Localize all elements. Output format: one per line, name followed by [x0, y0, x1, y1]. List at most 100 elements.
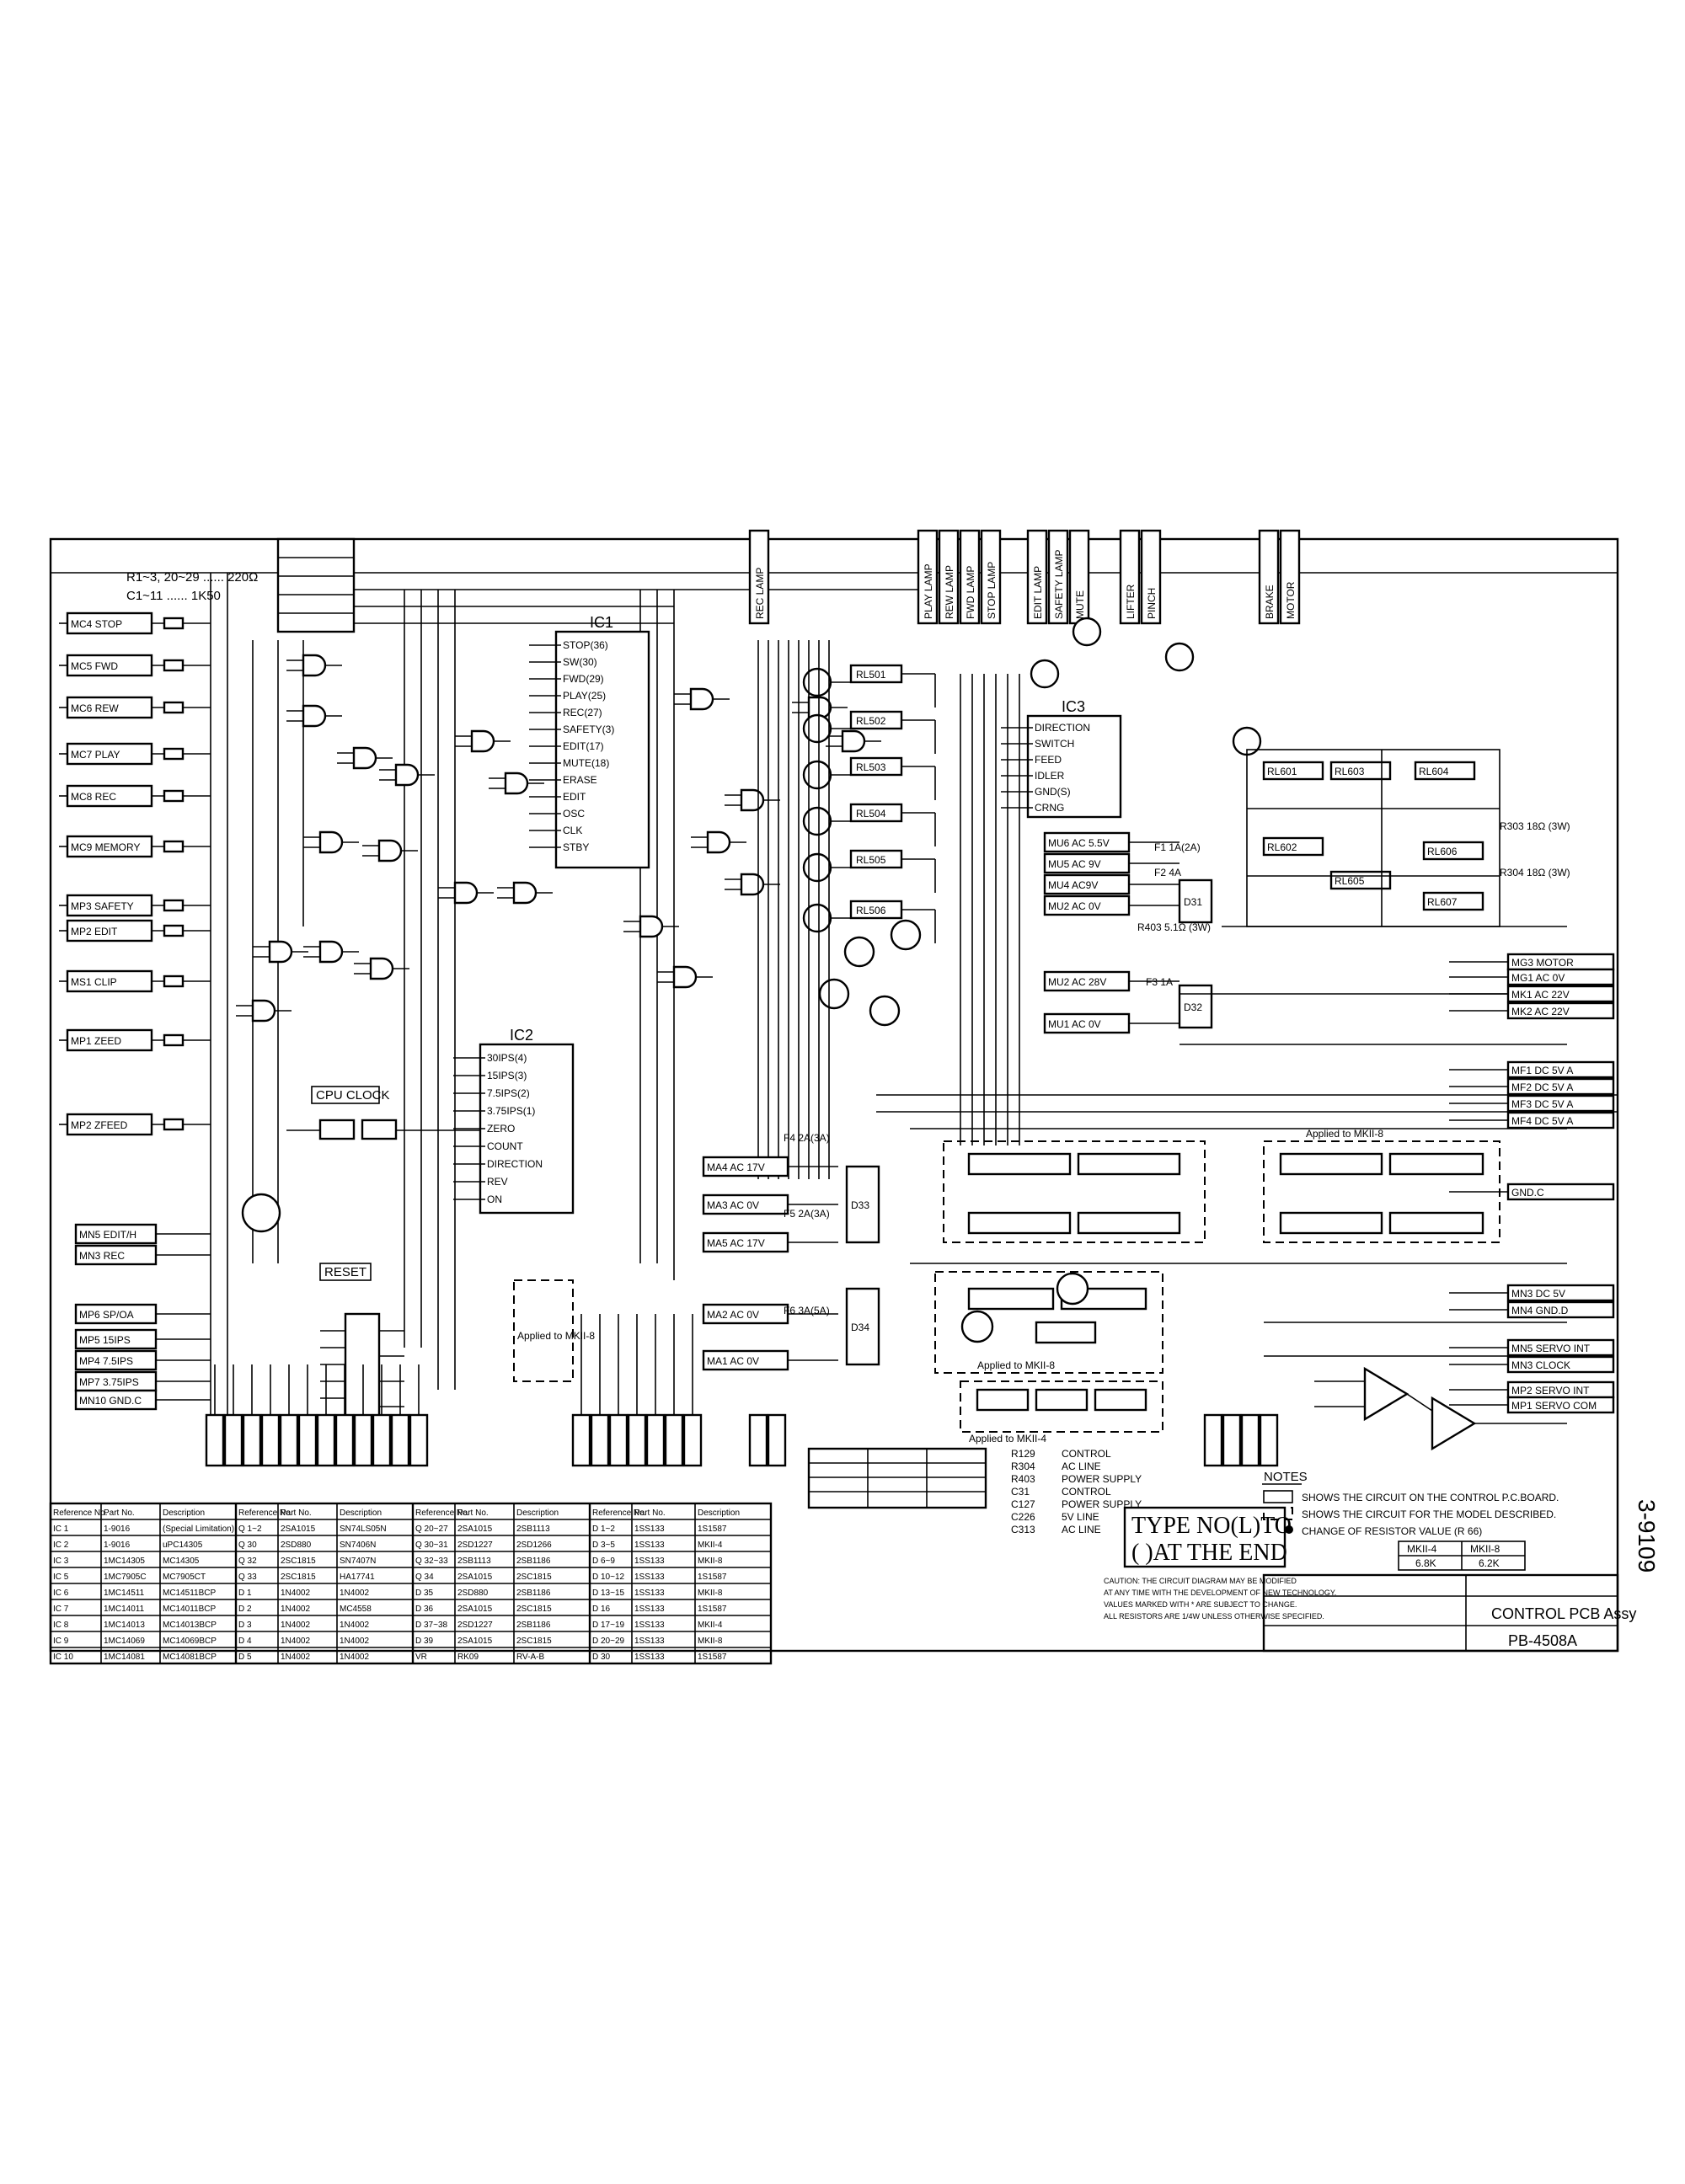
power-legend-ref: R129	[1011, 1448, 1035, 1460]
left-input-resistor	[163, 659, 185, 672]
relay-label: RL607	[1427, 896, 1458, 908]
ref-table-cell: 1N4002	[340, 1589, 369, 1598]
power-legend-table	[807, 1447, 987, 1509]
ic-pin-label: CLK	[563, 825, 582, 836]
logic-gate	[639, 915, 664, 938]
pcb-note-line: AT ANY TIME WITH THE DEVELOPMENT OF NEW …	[1104, 1589, 1336, 1597]
r303-label: R303 18Ω (3W)	[1500, 820, 1570, 832]
ref-table-cell: 1S1587	[698, 1525, 727, 1534]
ref-table-cell: IC 5	[53, 1573, 69, 1582]
ic-pin-label: REV	[487, 1176, 508, 1188]
ref-table-cell: 1SS133	[634, 1589, 665, 1598]
ic-pin-label: 3.75IPS(1)	[487, 1105, 535, 1117]
fuse-f6: F6 3A(5A)	[784, 1305, 830, 1316]
logic-gate	[352, 746, 377, 770]
ic-pin-label: REC(27)	[563, 707, 602, 718]
ic-pin-label: ON	[487, 1193, 502, 1205]
right-output-label: MP1 SERVO COM	[1511, 1400, 1597, 1412]
ref-table-cell: IC 8	[53, 1621, 69, 1630]
logic-gate	[377, 839, 403, 862]
relay-label: RL501	[856, 669, 886, 681]
driver-transistor	[802, 903, 832, 933]
left-input-label: MS1 CLIP	[71, 976, 117, 988]
power-input-label: MU1 AC 0V	[1048, 1018, 1101, 1030]
top-connector	[917, 529, 939, 625]
ref-table-header: Part No.	[634, 1509, 666, 1518]
top-connector-label: PLAY LAMP	[923, 563, 934, 619]
left-input-connector	[66, 611, 153, 635]
notes-heading: NOTES	[1264, 1470, 1308, 1484]
ref-table-cell: 2SD880	[457, 1589, 489, 1598]
resistor-table-header: MKII-8	[1470, 1543, 1500, 1555]
relay-label: RL504	[856, 808, 886, 820]
relay-label: RL603	[1335, 766, 1365, 777]
power-legend-desc: 5V LINE	[1062, 1511, 1099, 1523]
logic-gate	[302, 654, 327, 677]
ic-pin-label: COUNT	[487, 1140, 523, 1152]
ref-table-header: Description	[698, 1509, 740, 1518]
logic-gate	[394, 763, 420, 787]
logic-gate	[512, 881, 538, 905]
ref-table-cell: RV-A-B	[516, 1653, 544, 1662]
top-connector	[1047, 529, 1069, 625]
top-connector-label: BRAKE	[1264, 585, 1276, 619]
left-input-label: MP1 ZEED	[71, 1035, 121, 1047]
power-legend-ref: R304	[1011, 1460, 1035, 1472]
ref-table-cell: MC14011BCP	[163, 1605, 217, 1614]
applied-mk2-4-label: Applied to MKII-4	[969, 1433, 1046, 1444]
ref-table-cell: Q 30~31	[415, 1541, 448, 1550]
driver-transistor	[843, 936, 875, 968]
power-input-label: MU6 AC 5.5V	[1048, 837, 1110, 849]
mk2-8-option-block	[513, 1279, 574, 1382]
power-input-label: MU4 AC9V	[1048, 879, 1098, 891]
ref-table-cell: D 17~19	[592, 1621, 625, 1630]
bottom-connector-pin	[1240, 1413, 1260, 1467]
resistor-table-header: MKII-4	[1407, 1543, 1437, 1555]
ref-table-cell: 1SS133	[634, 1605, 665, 1614]
right-output-label: MN3 DC 5V	[1511, 1288, 1565, 1300]
ic-pin-label: MUTE(18)	[563, 757, 609, 769]
power-input-label: MA4 AC 17V	[707, 1161, 765, 1173]
power-input-label: MU2 AC 0V	[1048, 900, 1101, 912]
ref-table-cell: 2SB1113	[457, 1557, 491, 1566]
ref-table-cell: IC 6	[53, 1589, 69, 1598]
power-input-label: MU5 AC 9V	[1048, 858, 1101, 870]
bottom-connector-pin	[627, 1413, 647, 1467]
pcb-note-line: ALL RESISTORS ARE 1/4W UNLESS OTHERWISE …	[1104, 1612, 1324, 1621]
left-bottom-label: MP4 7.5IPS	[79, 1355, 133, 1367]
ref-table-cell: (Special Limitation)	[163, 1525, 234, 1534]
left-input-connector	[66, 784, 153, 808]
power-legend-ref: C31	[1011, 1486, 1030, 1498]
bottom-connector-pin	[316, 1413, 336, 1467]
relay-coil	[1422, 841, 1484, 861]
ref-table-cell: 1MC14011	[104, 1605, 145, 1614]
ref-table-cell: 1SS133	[634, 1573, 665, 1582]
ref-table-cell: D 1	[238, 1589, 252, 1598]
ref-table-cell: 1S1587	[698, 1573, 727, 1582]
driver-transistor	[869, 995, 901, 1027]
ic3-package	[1026, 714, 1122, 819]
ic-pin-label: SAFETY(3)	[563, 724, 614, 735]
ref-table-cell: 1SS133	[634, 1525, 665, 1534]
ic-pin-label: STBY	[563, 841, 589, 853]
logic-gate	[672, 965, 698, 989]
ref-table-cell: Q 20~27	[415, 1525, 448, 1534]
bottom-connector-pin	[260, 1413, 281, 1467]
bottom-connector-pin	[1203, 1413, 1223, 1467]
bottom-connector-pin	[334, 1413, 355, 1467]
relay-label: RL606	[1427, 846, 1458, 857]
relay-label: RL506	[856, 905, 886, 916]
bottom-connector-pin	[590, 1413, 610, 1467]
ref-table-cell: Q 34	[415, 1573, 434, 1582]
ic-pin-label: DIRECTION	[1035, 722, 1090, 734]
ref-table-cell: 2SD880	[281, 1541, 312, 1550]
ref-table-cell: MC14511BCP	[163, 1589, 217, 1598]
bottom-connector-pin	[682, 1413, 703, 1467]
power-legend-desc: POWER SUPPLY	[1062, 1473, 1142, 1485]
ref-table-cell: RK09	[457, 1653, 479, 1662]
side-code: 3-9109	[1634, 1499, 1660, 1573]
ref-table-cell: MKII-4	[698, 1621, 723, 1630]
